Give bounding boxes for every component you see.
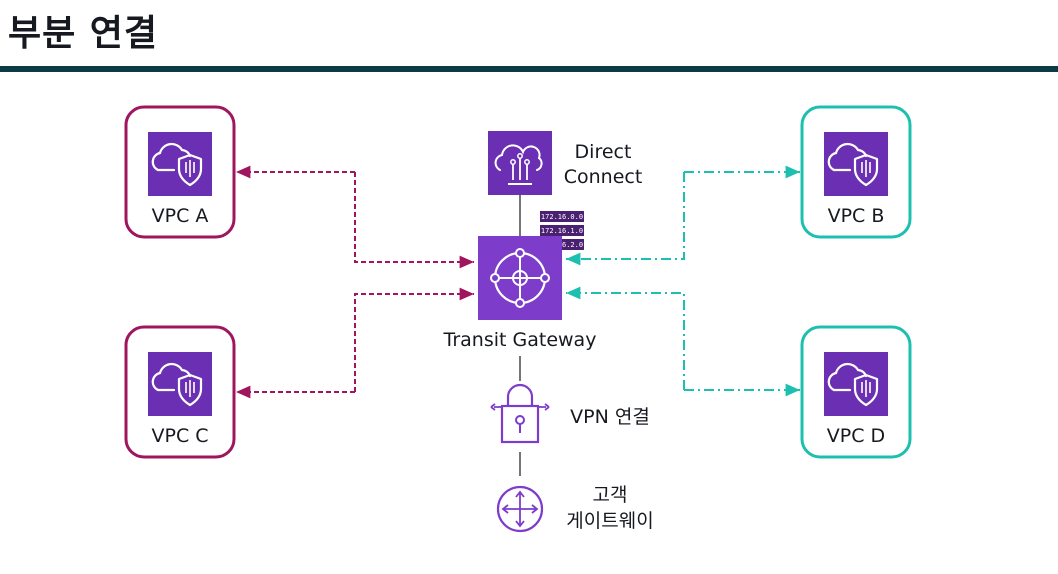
vpc-b-label: VPC B <box>828 205 885 227</box>
transit-gateway-label: Transit Gateway <box>443 329 597 351</box>
page-title: 부분 연결 <box>8 13 159 54</box>
vpc-a-label: VPC A <box>152 205 209 227</box>
vpn-label: VPN 연결 <box>570 406 650 428</box>
vpc-c-label: VPC C <box>151 425 208 447</box>
direct-connect-label-line2: Connect <box>564 166 643 188</box>
vpc-a-tgw-link <box>236 165 474 269</box>
vpc-d-node: VPC D <box>800 325 912 459</box>
route-tag: 172.16.0.0 <box>541 213 583 221</box>
customer-gateway-icon <box>496 485 544 533</box>
transit-gateway-node: Transit Gateway <box>443 236 597 351</box>
vpc-b-tgw-link <box>566 165 800 266</box>
vpn-node: VPN 연결 <box>490 383 650 444</box>
direct-connect-label-line1: Direct <box>575 141 632 163</box>
vpc-b-node: VPC B <box>800 105 912 239</box>
vpn-lock-icon <box>490 383 550 444</box>
route-tag: 172.16.1.0 <box>541 227 583 235</box>
vpc-d-tgw-link <box>566 286 800 397</box>
title-divider <box>0 66 1058 72</box>
vpc-a-node: VPC A <box>124 105 236 239</box>
vpc-c-tgw-link <box>236 287 474 399</box>
customer-gateway-label-line2: 게이트웨이 <box>566 510 653 532</box>
vpc-d-label: VPC D <box>827 425 885 447</box>
direct-connect-node: Direct Connect <box>488 131 642 195</box>
customer-gateway-label-line1: 고객 <box>593 484 628 506</box>
customer-gateway-node: 고객 게이트웨이 <box>496 484 654 533</box>
vpc-c-node: VPC C <box>124 325 236 459</box>
